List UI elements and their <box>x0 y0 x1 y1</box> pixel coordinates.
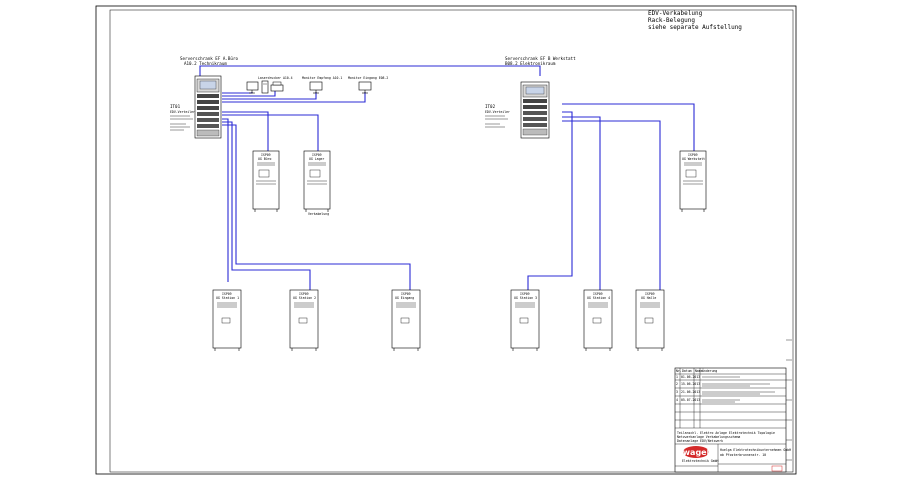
station-head: ISP09 <box>593 292 603 296</box>
contractor-street: ab Pfosterbrunnenstr. 10 <box>720 453 766 457</box>
company-name: wagel <box>683 448 710 457</box>
computer-tower-icon <box>261 80 269 94</box>
station-name: UG Eingang <box>395 296 414 300</box>
rack-b-desc: EDV-Verteiler <box>485 110 510 114</box>
col-datum: Datum <box>682 369 692 373</box>
rev-nr: 3 <box>676 390 678 394</box>
project-line-3: Datenanlage EDV/Netzwerk <box>677 439 723 443</box>
company-logo: wagel Elektrotechnik GmbH <box>682 446 719 463</box>
station-note: Verkabelung <box>308 212 329 216</box>
rack-b-title: Serverschrank EF B Werkstatt <box>505 56 576 61</box>
station-cabinet: ISP09 UG Station 2 <box>289 289 319 351</box>
col-aenderung: Änderung <box>702 368 717 373</box>
note-line-2: Rack-Belegung <box>648 17 695 24</box>
station-head: ISP09 <box>312 153 322 157</box>
rack-a-location: A10.2 Technikraum <box>184 61 227 66</box>
rack-a-id: IT01 <box>170 104 181 109</box>
station-name: UG Lager <box>309 157 324 161</box>
rack-b-id: IT02 <box>485 104 496 109</box>
rev-nr: 4 <box>676 398 678 402</box>
project-line-2: Netzwerkanlage Verkabelungsschema <box>677 435 740 439</box>
monitor-icon <box>309 81 323 94</box>
station-cabinet: ISP09 UG Station 3 <box>510 289 540 351</box>
station-cabinet: ISP09 UG Lager Verkabelung <box>303 150 331 216</box>
server-rack-a: Serverschrank EF A.Büro A10.2 Technikrau… <box>170 56 238 139</box>
rev-date: 05.07.2013 <box>681 398 700 402</box>
project-line-1: Teilanschl. Elektro Anlage Elektrotechni… <box>677 431 775 435</box>
server-rack-b: Serverschrank EF B Werkstatt B08.2 Elekt… <box>485 56 576 139</box>
col-name: Name <box>695 369 703 373</box>
rev-nr: 1 <box>676 375 678 379</box>
station-cabinet: ISP09 UG Werkstatt <box>679 150 707 212</box>
monitor-2-label: Monitor Eingang E08.2 <box>348 76 388 80</box>
contractor-name: Huelga Elektrotechnikunternehmen GmbH <box>720 448 791 452</box>
station-name: UG Station 4 <box>587 296 610 300</box>
station-name: UG Halle <box>641 296 656 300</box>
monitor-icon <box>246 81 259 94</box>
station-head: ISP09 <box>688 153 698 157</box>
station-head: ISP09 <box>401 292 411 296</box>
rev-date: 21.06.2013 <box>681 390 700 394</box>
company-sub: Elektrotechnik GmbH <box>682 459 719 463</box>
station-cabinet: ISP09 UG Büro <box>252 150 280 212</box>
monitor-icon <box>358 81 372 94</box>
rev-date: 01.06.2013 <box>681 375 700 379</box>
sheet-inner-border <box>109 9 794 473</box>
rack-a-desc: EDV-Verteiler <box>170 110 195 114</box>
station-cabinet: ISP09 UG Station 1 <box>212 289 242 351</box>
header-note: EDV-Verkabelung Rack-Belegung siehe sepa… <box>648 10 742 31</box>
printer-icon <box>270 81 284 92</box>
station-cabinet: ISP09 UG Halle <box>635 289 665 351</box>
station-head: ISP09 <box>645 292 655 296</box>
printer-label: Laserdrucker A10.4 <box>258 76 293 80</box>
station-cabinet: ISP09 UG Station 4 <box>583 289 613 351</box>
col-nr: Nr. <box>676 369 682 373</box>
station-cabinet: ISP09 UG Eingang <box>391 289 421 351</box>
station-head: ISP09 <box>261 153 271 157</box>
station-head: ISP09 <box>299 292 309 296</box>
rev-date: 15.06.2013 <box>681 382 700 386</box>
station-name: UG Station 1 <box>216 296 239 300</box>
note-line-1: EDV-Verkabelung <box>648 10 703 17</box>
station-name: UG Station 3 <box>514 296 537 300</box>
monitor-1-label: Monitor Empfang A10.1 <box>302 76 342 80</box>
station-name: UG Büro <box>258 157 272 161</box>
peripheral-devices: Laserdrucker A10.4 Monitor Empfang A10.1… <box>246 76 388 94</box>
station-head: ISP09 <box>520 292 530 296</box>
rack-a-title: Serverschrank EF A.Büro <box>180 56 238 61</box>
title-block: Nr. Datum Name Änderung 1 01.06.2013 2 1… <box>674 367 791 473</box>
station-head: ISP09 <box>222 292 232 296</box>
note-line-3: siehe separate Aufstellung <box>648 24 742 31</box>
cabling <box>199 65 695 290</box>
station-name: UG Station 2 <box>293 296 316 300</box>
rack-b-location: B08.2 Elektronikraum <box>505 61 556 66</box>
rev-nr: 2 <box>676 382 678 386</box>
station-name: UG Werkstatt <box>682 157 705 161</box>
margin-ticks <box>786 339 792 461</box>
